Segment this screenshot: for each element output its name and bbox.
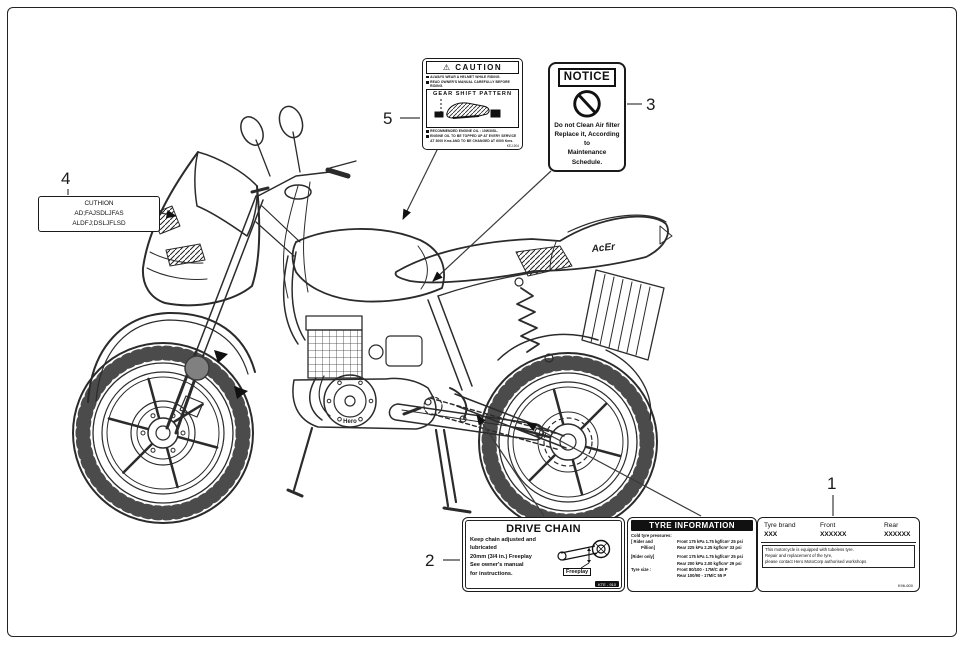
row-label: [ Rider and Pillion] bbox=[631, 539, 675, 552]
front-wheel bbox=[72, 342, 254, 524]
handlebar-mirrors bbox=[240, 105, 357, 200]
chain-adjuster-icon bbox=[557, 539, 611, 569]
stands bbox=[286, 426, 472, 514]
tyre-pressure-table: Cold tyre pressures: [ Rider and Pillion… bbox=[631, 533, 753, 580]
tyre-brand-value: XXXXXX bbox=[820, 531, 847, 538]
tyre-brand-label: Tyre brand Front Rear XXX XXXXXX XXXXXX … bbox=[757, 517, 920, 592]
front-cowl bbox=[141, 151, 311, 307]
row-label-line: [ Rider and bbox=[631, 538, 653, 544]
notice-line: Do not Clean Air filter bbox=[554, 121, 620, 129]
caution-front-line: AD;FAJSDLJFAS bbox=[74, 210, 124, 218]
caution-header: ⚠ CAUTION bbox=[426, 61, 519, 74]
label-part-code: KTE - 910 bbox=[594, 581, 619, 587]
callout-3: 3 bbox=[646, 95, 656, 114]
callout-2: 2 bbox=[425, 551, 435, 570]
drive-chain-line: See owner's manual bbox=[470, 562, 524, 569]
tyre-brand-col-header: Rear bbox=[884, 522, 899, 529]
notice-line: Replace it, According to bbox=[554, 130, 620, 148]
row-label: [Rider only] bbox=[631, 554, 675, 567]
callout-5: 5 bbox=[383, 109, 393, 128]
caution-bullet: ALWAYS WEAR A HELMET WHILE RIDING. bbox=[426, 75, 519, 79]
gear-shift-boot-icon bbox=[434, 99, 501, 120]
notice-header: NOTICE bbox=[557, 68, 617, 87]
gear-shift-pattern-title: GEAR SHIFT PATTERN bbox=[432, 91, 512, 98]
drive-chain-inner-frame: DRIVE CHAIN Keep chain adjusted and lubr… bbox=[465, 520, 622, 589]
row-label-line: Tyre size : bbox=[631, 566, 652, 572]
bullet-square-icon bbox=[426, 135, 429, 138]
row-value-line: Rear 225 kPa 2.25 kgf/cm² 33 psi bbox=[677, 545, 742, 551]
bullet-square-icon bbox=[426, 80, 429, 84]
label-part-code: K96-600 bbox=[897, 583, 913, 588]
freeplay-caption: Freeplay bbox=[563, 567, 592, 576]
tyre-brand-value: XXX bbox=[764, 531, 778, 538]
pointer-mark bbox=[234, 386, 248, 399]
tyre-information-label: TYRE INFORMATION Cold tyre pressures: [ … bbox=[627, 517, 757, 592]
tyre-brand-table: Tyre brand Front Rear XXX XXXXXX XXXXXX bbox=[762, 521, 915, 542]
pointer-mark bbox=[214, 350, 228, 363]
tyre-brand-col-header: Front bbox=[820, 522, 836, 529]
drive-chain-text: Keep chain adjusted and lubricated 20mm … bbox=[470, 536, 555, 578]
caution-front-line: ALDFJ;DSLJFLSD bbox=[72, 219, 126, 227]
row-value-line: Rear 100/90 - 17M/C 55 P bbox=[677, 573, 727, 579]
bullet-square-icon bbox=[426, 75, 429, 79]
callout-4: 4 bbox=[61, 169, 71, 188]
caution-bullet-text: ENGINE OIL TO BE TOPPED UP AT EVERY SERV… bbox=[430, 134, 517, 143]
caution-front-line: CUTHION bbox=[84, 200, 114, 208]
drive-chain-title: DRIVE CHAIN bbox=[506, 523, 581, 535]
rear-wheel bbox=[478, 352, 658, 532]
caution-bullet-text: RECOMMENDED ENGINE OIL : 10W30SL. bbox=[430, 129, 499, 134]
notice-line: Maintenance Schedule. bbox=[567, 149, 607, 166]
divider bbox=[761, 542, 916, 543]
drive-chain-line: for instructions. bbox=[470, 570, 513, 577]
notice-air-filter-label: NOTICE Do not Clean Air filter Replace i… bbox=[548, 62, 626, 172]
row-values: Front 80/100 - 17M/C 46 P Rear 100/90 - … bbox=[677, 567, 753, 580]
front-cowl-caution-label: CUTHION AD;FAJSDLJFAS ALDFJ;DSLJFLSD bbox=[38, 196, 160, 232]
row-value-line: Rear 200 kPa 2.00 kgf/cm² 29 psi bbox=[677, 560, 742, 566]
pressure-title: Cold tyre pressures: bbox=[631, 532, 672, 538]
note-line: This motorcycle is equipped with tubeles… bbox=[765, 547, 854, 552]
rear-carrier bbox=[581, 269, 665, 361]
caution-bullet: READ OWNER'S MANUAL CAREFULLY BEFORE RID… bbox=[426, 80, 519, 88]
row-value-line: Front 175 kPa 1.75 kgf/cm² 25 psi bbox=[677, 538, 743, 544]
row-value-line: Front 80/100 - 17M/C 46 P bbox=[677, 566, 728, 572]
leader-lines bbox=[67, 103, 834, 561]
row-values: Front 175 kPa 1.75 kgf/cm² 25 psi Rear 2… bbox=[677, 539, 753, 552]
gear-shift-pattern-box: GEAR SHIFT PATTERN bbox=[426, 89, 519, 129]
row-label-line: [Rider only] bbox=[631, 554, 655, 560]
note-line: Repair and replacement of the tyre, bbox=[765, 553, 833, 559]
notice-text: Do not Clean Air filter Replace it, Acco… bbox=[552, 121, 622, 167]
callout-1: 1 bbox=[827, 474, 837, 493]
row-values: Front 175 kPa 1.75 kgf/cm² 25 psi Rear 2… bbox=[677, 554, 753, 567]
front-fender-fork bbox=[87, 186, 270, 435]
row-label: Tyre size : bbox=[631, 567, 675, 580]
tubeless-note: This motorcycle is equipped with tubeles… bbox=[762, 545, 915, 568]
caution-bullet: ENGINE OIL TO BE TOPPED UP AT EVERY SERV… bbox=[426, 134, 519, 143]
caution-header-text: CAUTION bbox=[455, 63, 503, 72]
page-border bbox=[7, 7, 957, 637]
suspension-swingarm-chain bbox=[423, 277, 652, 451]
caution-bullet: RECOMMENDED ENGINE OIL : 10W30SL. bbox=[426, 129, 519, 133]
bullet-square-icon bbox=[426, 130, 429, 133]
caution-gear-shift-label: ⚠ CAUTION ALWAYS WEAR A HELMET WHILE RID… bbox=[422, 58, 523, 150]
drive-chain-label: DRIVE CHAIN Keep chain adjusted and lubr… bbox=[462, 517, 625, 592]
warning-triangle-icon: ⚠ bbox=[442, 63, 452, 72]
prohibition-icon bbox=[573, 90, 601, 118]
caution-bullet-text: READ OWNER'S MANUAL CAREFULLY BEFORE RID… bbox=[430, 80, 510, 89]
row-value-line: Front 175 kPa 1.75 kgf/cm² 25 psi bbox=[677, 554, 743, 560]
engine-brand-text: Hero bbox=[343, 419, 357, 425]
label-position-dot bbox=[184, 355, 210, 381]
caution-bullet-text: ALWAYS WEAR A HELMET WHILE RIDING. bbox=[430, 75, 501, 79]
drive-chain-line: Keep chain adjusted and lubricated bbox=[470, 537, 536, 552]
tyre-brand-value: XXXXXX bbox=[884, 531, 911, 538]
freeplay-diagram: Freeplay bbox=[555, 536, 617, 578]
tyre-information-header: TYRE INFORMATION bbox=[631, 520, 753, 531]
drive-chain-line: 20mm (3/4 in.) Freeplay bbox=[470, 553, 532, 560]
note-line: please contact Hero MotoCorp authorised … bbox=[765, 559, 867, 565]
label-part-code: KEJ-904 bbox=[506, 143, 519, 148]
row-label-line: Pillion] bbox=[641, 545, 655, 551]
tank-seat-tail: AcEr bbox=[291, 214, 673, 303]
tyre-brand-col-header: Tyre brand bbox=[764, 522, 796, 529]
model-logo-text: AcEr bbox=[590, 241, 616, 255]
